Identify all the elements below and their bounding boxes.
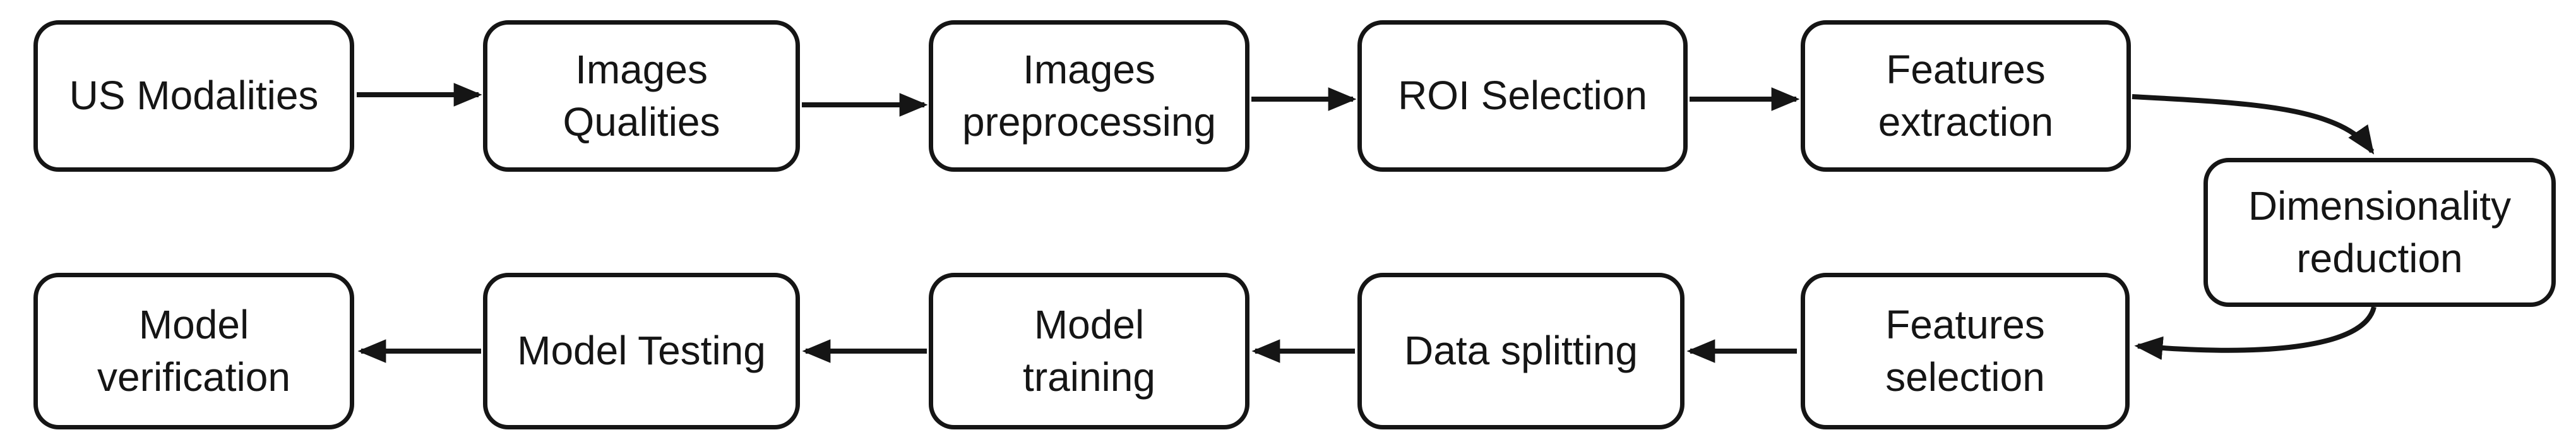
arrow-features-extraction-to-dimensionality-reduction <box>2132 94 2375 155</box>
node-data-splitting: Data splitting <box>1357 273 1685 429</box>
node-label: US Modalities <box>69 73 319 119</box>
node-model-testing: Model Testing <box>483 273 800 429</box>
node-label: ROI Selection <box>1398 73 1647 119</box>
node-us-modalities: US Modalities <box>33 20 354 172</box>
node-features-selection: Features selection <box>1801 273 2130 429</box>
node-images-preprocessing: Images preprocessing <box>929 20 1249 172</box>
node-label: Model training <box>1023 301 1155 400</box>
node-dimensionality-reduction: Dimensionality reduction <box>2203 158 2556 307</box>
node-model-verification: Model verification <box>33 273 354 429</box>
node-label: Model Testing <box>517 328 766 374</box>
node-label: Images preprocessing <box>962 46 1216 145</box>
node-features-extraction: Features extraction <box>1801 20 2131 172</box>
arrow-dimensionality-reduction-to-features-selection <box>2134 306 2376 360</box>
node-roi-selection: ROI Selection <box>1357 20 1688 172</box>
node-label: Features extraction <box>1878 46 2054 145</box>
node-label: Features selection <box>1885 301 2045 400</box>
node-label: Dimensionality reduction <box>2248 183 2512 281</box>
node-images-qualities: Images Qualities <box>483 20 800 172</box>
node-label: Images Qualities <box>563 46 720 145</box>
node-label: Model verification <box>97 301 290 400</box>
node-model-training: Model training <box>929 273 1249 429</box>
node-label: Data splitting <box>1404 328 1638 374</box>
